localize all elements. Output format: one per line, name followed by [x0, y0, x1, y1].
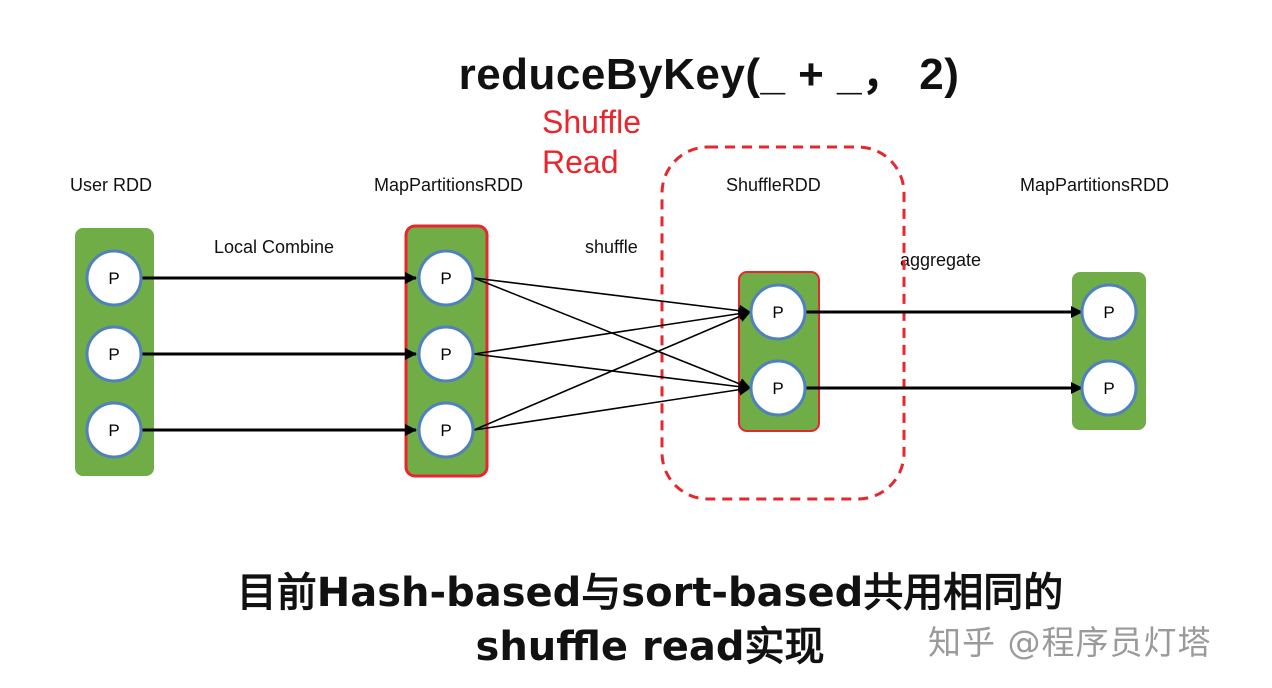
- partition-label: P: [108, 421, 119, 440]
- partition-label: P: [440, 269, 451, 288]
- stage-label-shuffle-rdd: ShuffleRDD: [726, 175, 821, 195]
- shuffle-read-label-line1: Shuffle: [542, 104, 642, 140]
- arrow-shuffle-2-1: [473, 307, 751, 355]
- partition-user-3: P: [85, 401, 143, 459]
- partition-map-1-1: P: [417, 249, 475, 307]
- partition-label: P: [108, 269, 119, 288]
- partition-shuffle-1: P: [749, 283, 807, 341]
- partition-map-1-2: P: [417, 325, 475, 383]
- stage-label-map-partitions-rdd-2: MapPartitionsRDD: [1020, 175, 1170, 195]
- edge-label-aggregate: aggregate: [900, 250, 982, 270]
- partition-label: P: [108, 345, 119, 364]
- watermark: 知乎 @程序员灯塔: [928, 623, 1212, 662]
- arrow-shuffle-1-1: [473, 277, 751, 317]
- partition-label: P: [772, 303, 783, 322]
- shuffle-read-region: [660, 145, 906, 501]
- partition-map-1-3: P: [417, 401, 475, 459]
- edge-label-local-combine: Local Combine: [214, 237, 335, 257]
- arrow-shuffle-3-2: [473, 383, 751, 431]
- partition-label: P: [1103, 379, 1114, 398]
- caption-line-2: shuffle read实现: [475, 624, 825, 670]
- partition-label: P: [772, 379, 783, 398]
- partition-map-2-1: P: [1080, 283, 1138, 341]
- partition-user-2: P: [85, 325, 143, 383]
- arrow-shuffle-3-1: [473, 310, 751, 431]
- partition-user-1: P: [85, 249, 143, 307]
- partition-label: P: [440, 421, 451, 440]
- stage-label-map-partitions-rdd-1: MapPartitionsRDD: [374, 175, 524, 195]
- shuffle-read-label-line2: Read: [542, 144, 619, 180]
- edge-label-shuffle: shuffle: [585, 237, 638, 257]
- partition-map-2-2: P: [1080, 359, 1138, 417]
- stage-label-user-rdd: User RDD: [70, 175, 153, 195]
- caption-line-1: 目前Hash-based与sort-based共用相同的: [236, 570, 1064, 616]
- diagram-title: reduceByKey(_ + _， 2): [458, 50, 960, 99]
- partition-shuffle-2: P: [749, 359, 807, 417]
- partition-label: P: [440, 345, 451, 364]
- partition-label: P: [1103, 303, 1114, 322]
